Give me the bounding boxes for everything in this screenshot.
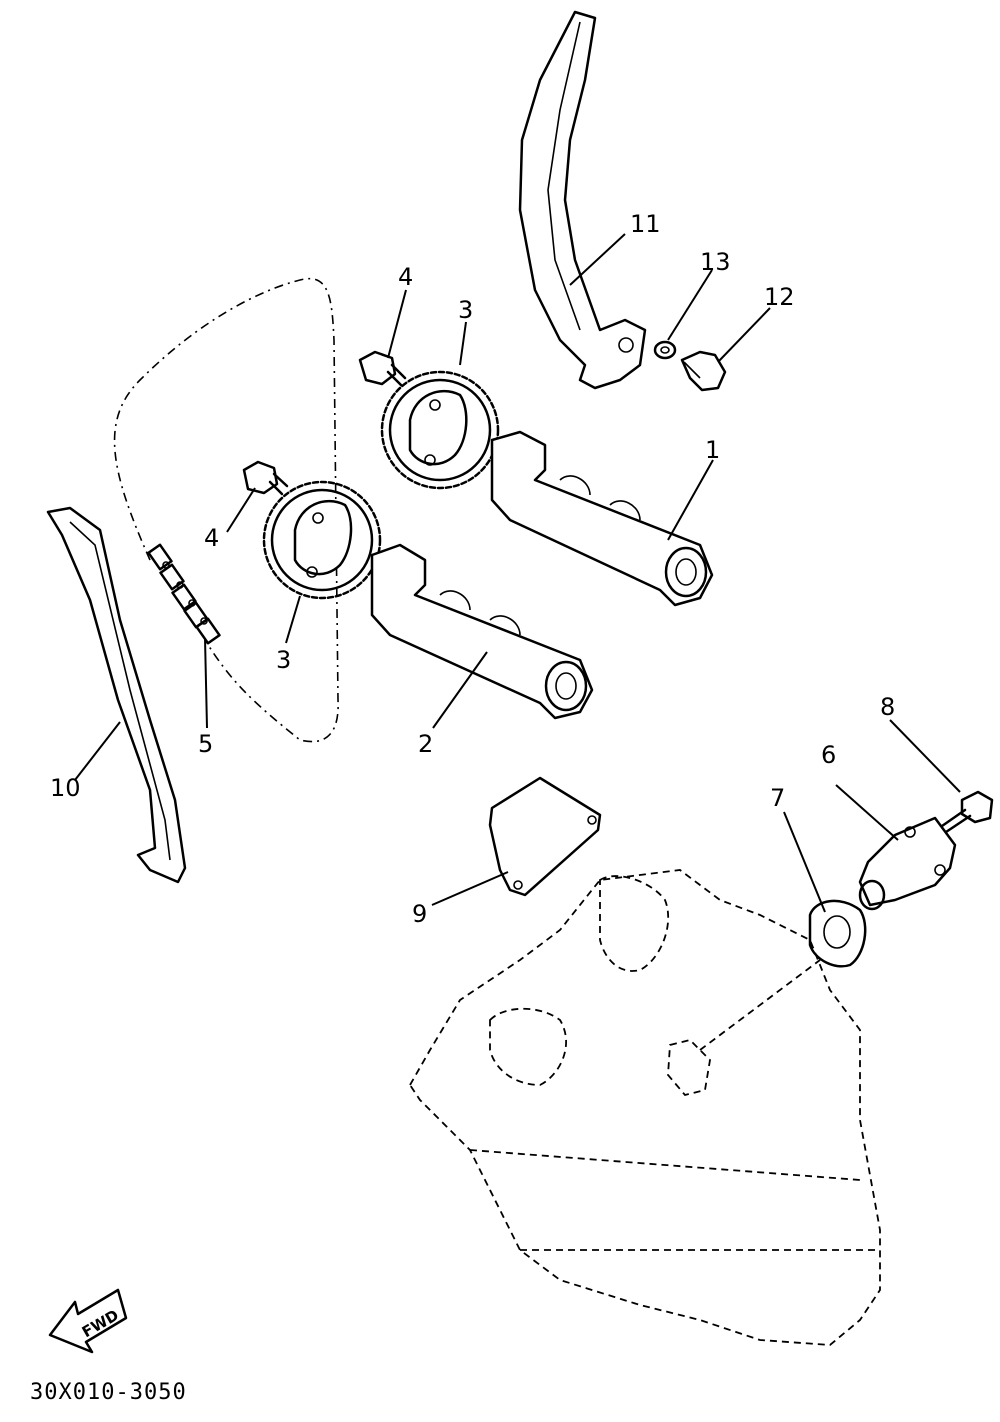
tensioner-body-part-6 bbox=[858, 816, 957, 911]
callout-6: 6 bbox=[821, 741, 836, 769]
cam-sprocket-lower bbox=[262, 480, 382, 600]
cam-sprocket-upper bbox=[380, 370, 500, 490]
camshaft-part-2 bbox=[370, 543, 594, 720]
callout-3-upper: 3 bbox=[458, 296, 473, 324]
callout-5: 5 bbox=[198, 730, 213, 758]
cover-plate-part-9 bbox=[488, 776, 602, 897]
timing-chain-loop bbox=[113, 277, 339, 743]
timing-chain-section bbox=[147, 543, 221, 645]
washer-part bbox=[653, 340, 677, 360]
bolt-part-8 bbox=[940, 790, 994, 834]
callout-1: 1 bbox=[705, 436, 720, 464]
callout-7: 7 bbox=[770, 784, 785, 812]
callout-3-lower: 3 bbox=[276, 646, 291, 674]
callout-2: 2 bbox=[418, 730, 433, 758]
callout-4-upper: 4 bbox=[398, 263, 413, 291]
callout-9: 9 bbox=[412, 900, 427, 928]
callout-4-lower: 4 bbox=[204, 524, 219, 552]
callout-13: 13 bbox=[700, 248, 731, 276]
chain-guide-part bbox=[46, 506, 187, 884]
cylinder-head-outline bbox=[408, 869, 881, 1346]
callout-8: 8 bbox=[880, 693, 895, 721]
callout-labels: 1 2 3 3 4 4 5 6 7 8 9 10 11 12 13 bbox=[50, 210, 895, 928]
bolt-part-4-lower bbox=[242, 460, 289, 496]
callout-10: 10 bbox=[50, 774, 81, 802]
callout-11: 11 bbox=[630, 210, 661, 238]
callout-leader-lines bbox=[74, 233, 961, 913]
bolt-part-12 bbox=[680, 350, 727, 392]
gasket-part-7 bbox=[808, 899, 867, 968]
chain-tensioner-guide-part bbox=[518, 10, 647, 390]
callout-12: 12 bbox=[764, 283, 795, 311]
bolt-part-4-upper bbox=[358, 350, 407, 387]
camshaft-part-1 bbox=[490, 430, 714, 607]
drawing-reference-code: 30X010-3050 bbox=[30, 1380, 187, 1405]
forward-direction-arrow-icon: FWD bbox=[48, 1288, 128, 1354]
